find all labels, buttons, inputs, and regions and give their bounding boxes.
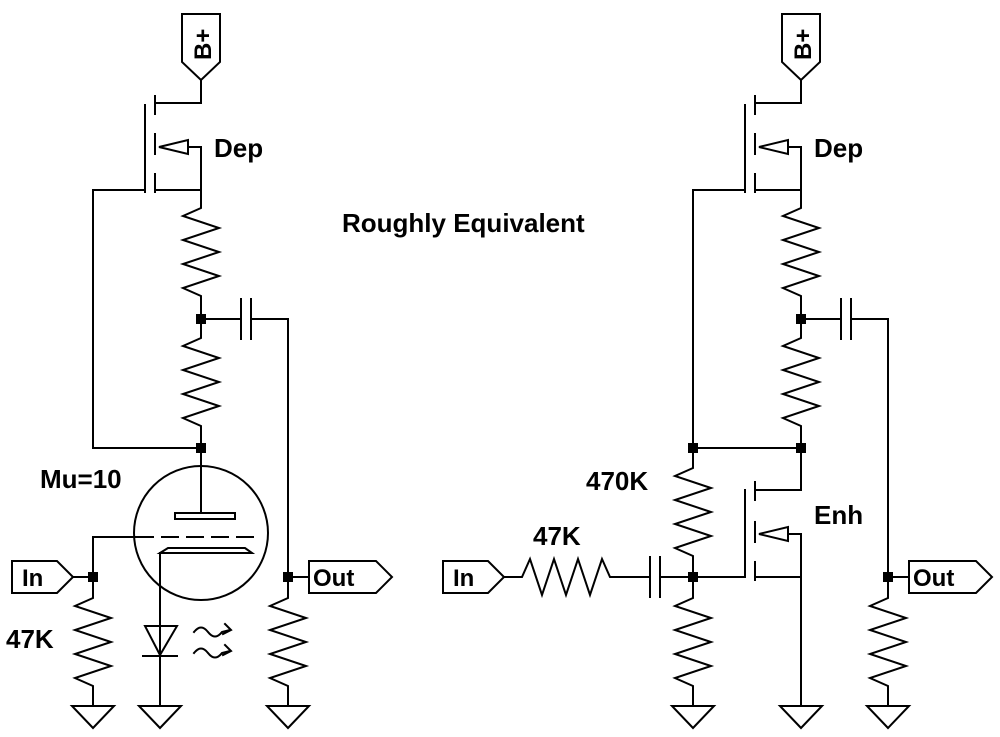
left-diode bbox=[142, 625, 179, 658]
right-load-resistor bbox=[866, 576, 910, 707]
ground-icon bbox=[136, 705, 184, 730]
left-coupling-capacitor bbox=[200, 298, 289, 578]
diagram-title: Roughly Equivalent bbox=[342, 208, 585, 238]
right-output-label: Out bbox=[913, 565, 954, 592]
right-coupling-capacitor bbox=[800, 298, 889, 578]
right-supply-label: B+ bbox=[790, 29, 817, 60]
right-bias-resistor bbox=[671, 447, 715, 578]
right-lower-mosfet-label: Enh bbox=[814, 500, 863, 530]
left-load-resistor bbox=[266, 576, 310, 707]
left-output-label: Out bbox=[313, 565, 354, 592]
ground-icon bbox=[777, 705, 825, 730]
right-upper-resistor bbox=[779, 189, 823, 320]
right-series-resistor bbox=[503, 555, 651, 599]
right-junction-node bbox=[796, 314, 806, 324]
left-lower-resistor bbox=[179, 318, 223, 449]
right-input-capacitor bbox=[649, 556, 694, 598]
right-bias-resistor-label: 470K bbox=[586, 466, 648, 496]
right-input-label: In bbox=[453, 565, 474, 592]
ground-icon bbox=[864, 705, 912, 730]
left-depletion-mosfet: Dep bbox=[92, 95, 263, 449]
left-grid-resistor bbox=[71, 576, 115, 707]
right-depletion-mosfet: Dep bbox=[692, 95, 863, 449]
left-grid-wire bbox=[92, 536, 138, 578]
left-input-port: In bbox=[11, 560, 94, 594]
left-output-port: Out bbox=[287, 560, 394, 594]
right-enhancement-mosfet: Enh bbox=[744, 447, 863, 707]
right-input-port: In bbox=[442, 560, 506, 594]
right-lower-resistor bbox=[779, 318, 823, 449]
right-series-resistor-label: 47K bbox=[533, 521, 581, 551]
left-tube-label: Mu=10 bbox=[40, 464, 122, 494]
left-upper-resistor bbox=[179, 189, 223, 320]
right-circuit: B+ Dep bbox=[442, 13, 994, 730]
ground-icon bbox=[69, 705, 117, 730]
right-gate-ground-resistor bbox=[671, 576, 715, 707]
left-input-label: In bbox=[22, 565, 43, 592]
left-supply-label: B+ bbox=[190, 29, 217, 60]
ground-icon bbox=[669, 705, 717, 730]
left-junction-node bbox=[196, 314, 206, 324]
right-output-port: Out bbox=[887, 560, 994, 594]
ground-icon bbox=[264, 705, 312, 730]
left-vacuum-tube: Mu=10 bbox=[40, 447, 269, 707]
right-supply-flag: B+ bbox=[781, 13, 821, 104]
light-emission-icon bbox=[192, 622, 233, 659]
right-upper-mosfet-label: Dep bbox=[814, 133, 863, 163]
left-mosfet-label: Dep bbox=[214, 133, 263, 163]
left-grid-resistor-label: 47K bbox=[6, 624, 54, 654]
left-circuit: B+ Dep bbox=[6, 13, 394, 730]
left-supply-flag: B+ bbox=[181, 13, 221, 104]
